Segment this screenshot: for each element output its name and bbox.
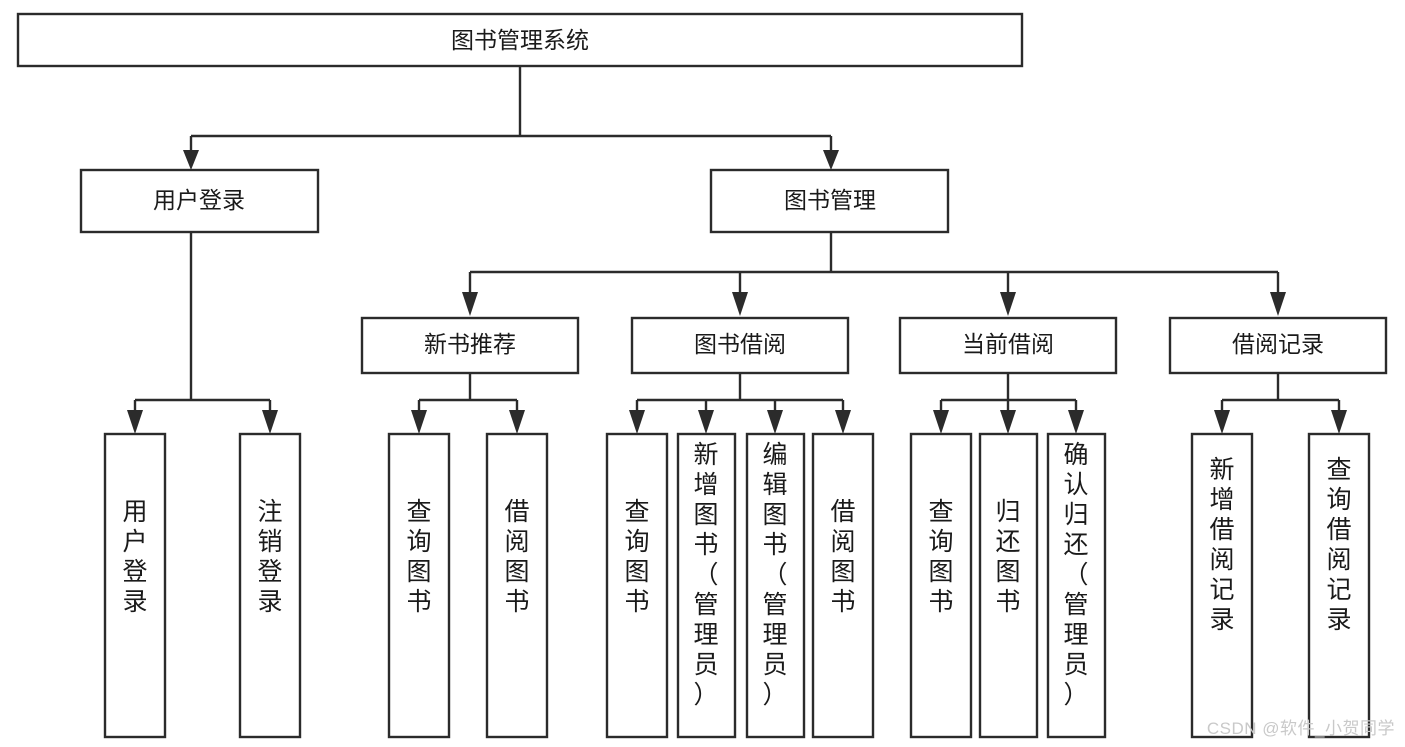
leaf-node-leaf-query-book-1[interactable]: 查询图书 (387, 432, 451, 739)
leaf-label-leaf-return-book: 归还图书 (995, 498, 1020, 616)
node-new-book-rec-box[interactable] (360, 316, 580, 375)
arrow-head-current-borrow (1000, 292, 1016, 316)
edges-borrow-record-to-leaves (1214, 373, 1347, 434)
node-current-borrow[interactable]: 当前借阅 (898, 316, 1118, 375)
arrow-head-borrow-record (1270, 292, 1286, 316)
leaf-label-leaf-add-book: 新增图书（管理员） (693, 441, 718, 709)
arrow-head-leaf-user-login (127, 410, 143, 434)
arrow-head-book-borrow (732, 292, 748, 316)
node-book-borrow[interactable]: 图书借阅 (630, 316, 850, 375)
leaf-label-leaf-edit-book: 编辑图书（管理员） (762, 441, 787, 709)
leaf-node-leaf-borrow-book-2[interactable]: 借阅图书 (811, 432, 875, 739)
edges-new-book-rec-to-leaves (411, 373, 525, 434)
leaf-box-leaf-add-book[interactable] (676, 432, 737, 739)
arrow-head-leaf-query-book-2 (629, 410, 645, 434)
arrow-head-new-book-rec (462, 292, 478, 316)
node-user-login-box[interactable] (79, 168, 320, 234)
edges-book-borrow-to-leaves (629, 373, 851, 434)
leaf-box-leaf-query-book-1[interactable] (387, 432, 451, 739)
arrow-head-leaf-query-book-1 (411, 410, 427, 434)
node-user-login-label: 用户登录 (153, 187, 245, 213)
node-book-borrow-box[interactable] (630, 316, 850, 375)
arrow-head-leaf-add-book (698, 410, 714, 434)
arrow-head-leaf-edit-book (767, 410, 783, 434)
edges-root-to-level2 (183, 66, 839, 170)
leaf-box-leaf-query-record[interactable] (1307, 432, 1371, 739)
arrow-head-leaf-confirm-return (1068, 410, 1084, 434)
leaf-node-leaf-borrow-book-1[interactable]: 借阅图书 (485, 432, 549, 739)
leaf-box-leaf-logout[interactable] (238, 432, 302, 739)
leaf-label-leaf-user-login: 用户登录 (122, 498, 147, 616)
leaf-label-leaf-add-record: 新增借阅记录 (1209, 456, 1234, 634)
leaf-label-leaf-query-book-1: 查询图书 (406, 498, 431, 616)
leaf-box-leaf-query-book-2[interactable] (605, 432, 669, 739)
leaf-box-leaf-query-book-3[interactable] (909, 432, 973, 739)
node-borrow-record-box[interactable] (1168, 316, 1388, 375)
arrow-head-leaf-query-book-3 (933, 410, 949, 434)
leaf-node-leaf-user-login[interactable]: 用户登录 (103, 432, 167, 739)
leaf-label-leaf-query-book-3: 查询图书 (928, 498, 953, 616)
leaf-node-leaf-query-book-2[interactable]: 查询图书 (605, 432, 669, 739)
node-borrow-record[interactable]: 借阅记录 (1168, 316, 1388, 375)
leaf-node-leaf-query-book-3[interactable]: 查询图书 (909, 432, 973, 739)
arrow-head-user-login (183, 150, 199, 170)
arrow-head-book-manage (823, 150, 839, 170)
arrow-head-leaf-logout (262, 410, 278, 434)
leaf-box-leaf-return-book[interactable] (978, 432, 1039, 739)
leaf-box-leaf-edit-book[interactable] (745, 432, 806, 739)
leaf-node-leaf-edit-book[interactable]: 编辑图书（管理员） (745, 432, 806, 739)
node-new-book-rec[interactable]: 新书推荐 (360, 316, 580, 375)
node-new-book-rec-label: 新书推荐 (424, 331, 516, 357)
leaf-node-leaf-return-book[interactable]: 归还图书 (978, 432, 1039, 739)
leaf-label-leaf-query-record: 查询借阅记录 (1326, 456, 1351, 634)
leaf-label-leaf-logout: 注销登录 (257, 498, 282, 616)
leaf-box-leaf-add-record[interactable] (1190, 432, 1254, 739)
leaf-label-leaf-query-book-2: 查询图书 (624, 498, 649, 616)
leaf-box-leaf-confirm-return[interactable] (1046, 432, 1107, 739)
node-book-manage-box[interactable] (709, 168, 950, 234)
edges-current-borrow-to-leaves (933, 373, 1084, 434)
node-book-manage-label: 图书管理 (784, 187, 876, 213)
node-current-borrow-box[interactable] (898, 316, 1118, 375)
leaf-box-leaf-borrow-book-1[interactable] (485, 432, 549, 739)
node-root[interactable]: 图书管理系统 (16, 12, 1024, 68)
leaf-node-leaf-confirm-return[interactable]: 确认归还（管理员） (1046, 432, 1107, 739)
leaf-node-leaf-add-book[interactable]: 新增图书（管理员） (676, 432, 737, 739)
node-current-borrow-label: 当前借阅 (962, 331, 1054, 357)
arrow-head-leaf-query-record (1331, 410, 1347, 434)
leaf-node-leaf-query-record[interactable]: 查询借阅记录 (1307, 432, 1371, 739)
arrow-head-leaf-borrow-book-2 (835, 410, 851, 434)
arrow-head-leaf-add-record (1214, 410, 1230, 434)
leaf-node-leaf-logout[interactable]: 注销登录 (238, 432, 302, 739)
node-book-borrow-label: 图书借阅 (694, 331, 786, 357)
arrow-head-leaf-return-book (1000, 410, 1016, 434)
node-root-label: 图书管理系统 (451, 27, 589, 53)
edges-book-manage-to-level3 (462, 232, 1286, 316)
node-borrow-record-label: 借阅记录 (1232, 331, 1324, 357)
leaf-box-leaf-user-login[interactable] (103, 432, 167, 739)
leaf-box-leaf-borrow-book-2[interactable] (811, 432, 875, 739)
node-user-login[interactable]: 用户登录 (79, 168, 320, 234)
node-book-manage[interactable]: 图书管理 (709, 168, 950, 234)
edges-user-login-to-leaves (127, 232, 278, 434)
leaf-label-leaf-borrow-book-2: 借阅图书 (830, 498, 855, 616)
arrow-head-leaf-borrow-book-1 (509, 410, 525, 434)
leaf-node-leaf-add-record[interactable]: 新增借阅记录 (1190, 432, 1254, 739)
node-root-box[interactable] (16, 12, 1024, 68)
leaf-label-leaf-confirm-return: 确认归还（管理员） (1063, 441, 1088, 709)
leaf-label-leaf-borrow-book-1: 借阅图书 (504, 498, 529, 616)
